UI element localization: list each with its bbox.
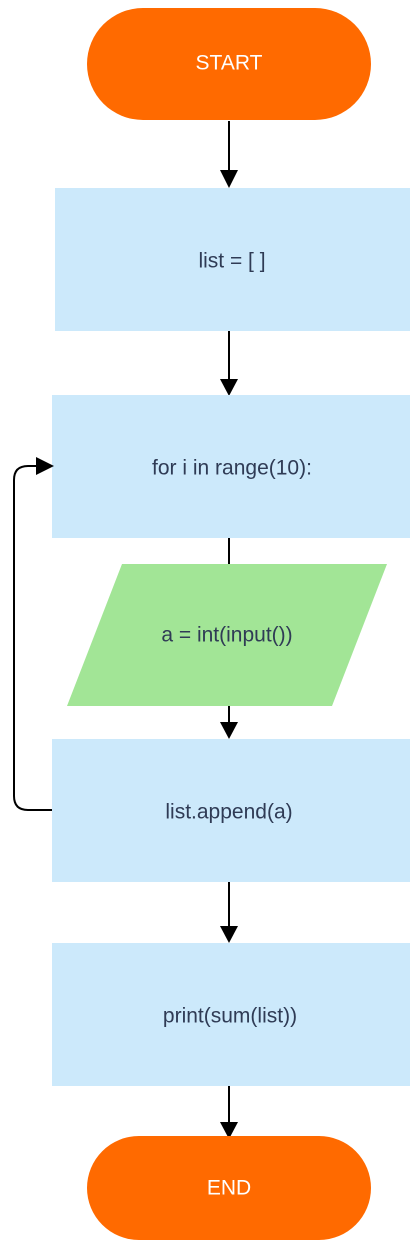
edge-init-to-loop (220, 331, 238, 396)
print-shape (52, 943, 410, 1086)
init-list-shape (55, 188, 410, 331)
for-loop-node: for i in range(10): (52, 395, 410, 538)
start-shape (87, 8, 371, 120)
init-list-node: list = [ ] (55, 188, 410, 331)
edge-print-to-end (220, 1086, 238, 1139)
end-label: END (207, 1177, 251, 1200)
append-node: list.append(a) (52, 739, 410, 882)
input-label: a = int(input()) (161, 624, 292, 647)
for-loop-label: for i in range(10): (152, 457, 312, 480)
for-loop-shape (52, 395, 410, 538)
end-node: END (87, 1136, 371, 1240)
print-node: print(sum(list)) (52, 943, 410, 1086)
print-label: print(sum(list)) (163, 1005, 297, 1028)
edge-start-to-init (220, 121, 238, 188)
start-label: START (196, 52, 263, 75)
edge-append-to-print (220, 882, 238, 943)
end-shape (87, 1136, 371, 1240)
input-node: a = int(input()) (67, 564, 387, 706)
append-label: list.append(a) (165, 801, 292, 824)
edge-input-to-append (220, 706, 238, 739)
start-node: START (87, 8, 371, 120)
init-list-label: list = [ ] (198, 250, 265, 273)
input-shape (67, 564, 387, 706)
edge-loop-back (13, 457, 54, 811)
append-shape (52, 739, 410, 882)
